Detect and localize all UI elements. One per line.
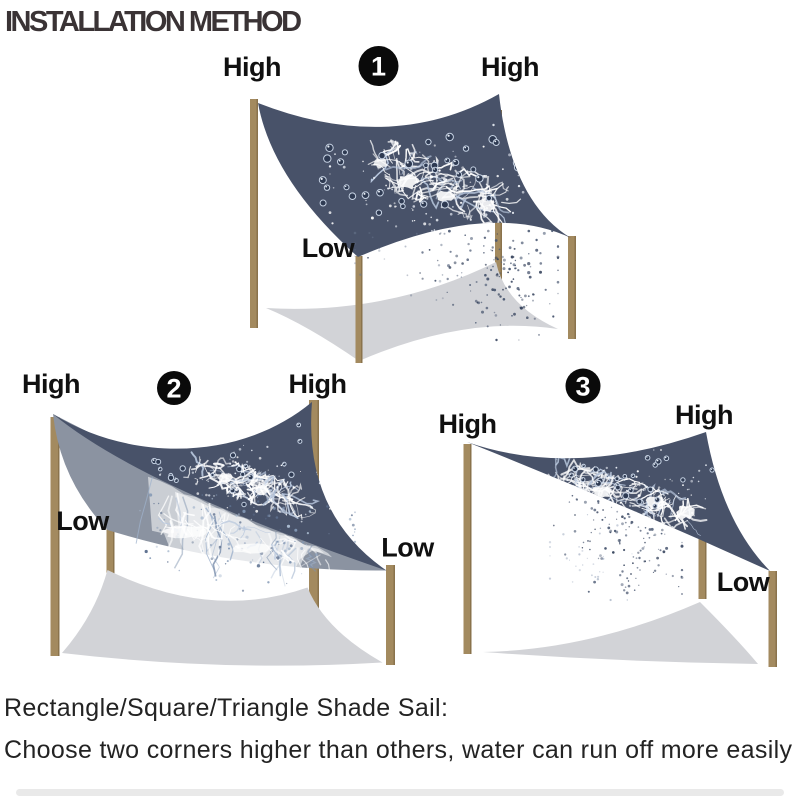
svg-text:High: High xyxy=(223,52,281,82)
svg-text:Low: Low xyxy=(381,533,435,563)
svg-text:INSTALLATION METHOD: INSTALLATION METHOD xyxy=(5,6,301,38)
svg-text:1: 1 xyxy=(371,52,386,82)
svg-text:2: 2 xyxy=(166,374,181,404)
svg-text:High: High xyxy=(289,369,347,399)
svg-text:High: High xyxy=(22,369,80,399)
svg-text:High: High xyxy=(481,52,539,82)
svg-text:Low: Low xyxy=(302,233,356,263)
svg-text:High: High xyxy=(439,409,497,439)
svg-text:Choose two corners higher than: Choose two corners higher than others, w… xyxy=(4,736,792,764)
svg-text:Low: Low xyxy=(717,567,771,597)
svg-text:High: High xyxy=(675,400,733,430)
svg-text:3: 3 xyxy=(575,372,590,402)
svg-text:Rectangle/Square/Triangle Shad: Rectangle/Square/Triangle Shade Sail: xyxy=(4,694,448,722)
svg-text:Low: Low xyxy=(56,506,110,536)
